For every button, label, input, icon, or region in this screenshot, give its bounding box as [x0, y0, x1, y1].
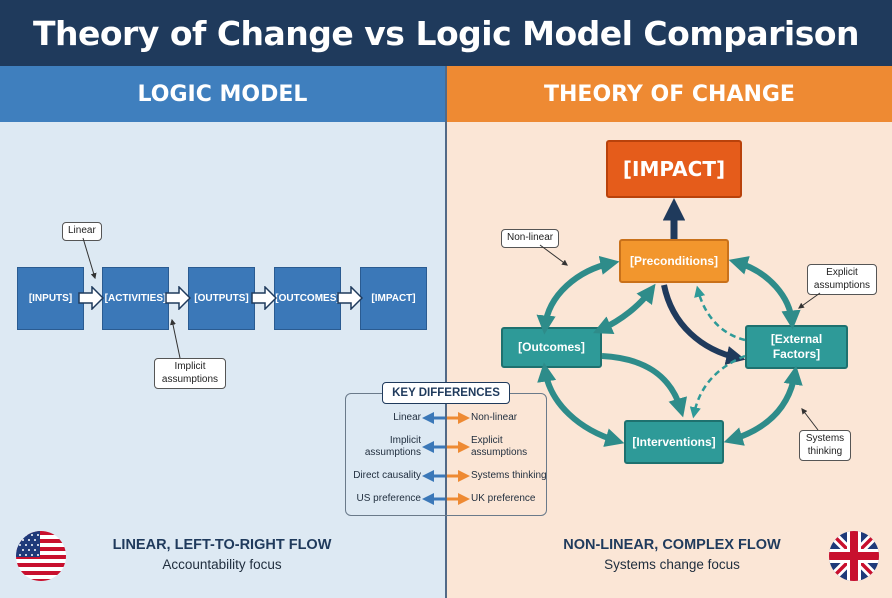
- toc-footer-subtitle: Systems change focus: [604, 557, 740, 572]
- kd-right-item: UK preference: [471, 493, 536, 504]
- callout-systems-thinking: Systems thinking: [799, 430, 851, 461]
- toc-footer-title: NON-LINEAR, COMPLEX FLOW: [563, 537, 781, 553]
- lm-box-outcomes: [OUTCOMES]: [274, 267, 341, 330]
- kd-right-item: Non-linear: [471, 412, 518, 423]
- kd-left-item: Direct causality: [353, 470, 421, 481]
- panel-divider: [445, 66, 447, 598]
- logic-model-panel: [0, 66, 446, 598]
- toc-impact-box: [IMPACT]: [606, 140, 742, 198]
- logic-model-heading: LOGIC MODEL: [0, 66, 445, 122]
- theory-of-change-heading: THEORY OF CHANGE: [447, 66, 892, 122]
- callout-implicit-assumptions: Implicit assumptions: [154, 358, 226, 389]
- lm-arrow-icon: [337, 286, 363, 310]
- page-title: Theory of Change vs Logic Model Comparis…: [0, 0, 892, 66]
- kd-right-item: Explicit assumptions: [471, 435, 528, 458]
- uk-flag-icon: [829, 531, 879, 581]
- toc-outcomes-box: [Outcomes]: [501, 327, 602, 368]
- lm-box-impact: [IMPACT]: [360, 267, 427, 330]
- kd-left-item: US preference: [356, 493, 421, 504]
- kd-left-item: Linear: [393, 412, 421, 423]
- lm-arrow-icon: [251, 286, 277, 310]
- lm-box-inputs: [INPUTS]: [17, 267, 84, 330]
- toc-external-factors-box: [External Factors]: [745, 325, 848, 369]
- lm-arrow-icon: [78, 286, 104, 310]
- kd-left-item: Implicit assumptions: [364, 435, 421, 458]
- lm-box-outputs: [OUTPUTS]: [188, 267, 255, 330]
- logic-model-footer-subtitle: Accountability focus: [162, 557, 282, 572]
- callout-explicit-assumptions: Explicit assumptions: [807, 264, 877, 295]
- lm-arrow-icon: [165, 286, 191, 310]
- toc-interventions-box: [Interventions]: [624, 420, 724, 464]
- toc-preconditions-box: [Preconditions]: [619, 239, 729, 283]
- key-differences-title: KEY DIFFERENCES: [382, 382, 510, 404]
- us-flag-icon: [16, 531, 66, 581]
- kd-right-item: Systems thinking: [471, 470, 547, 481]
- callout-non-linear: Non-linear: [501, 229, 560, 248]
- lm-box-activities: [ACTIVITIES]: [102, 267, 169, 330]
- logic-model-footer-title: LINEAR, LEFT-TO-RIGHT FLOW: [112, 537, 332, 553]
- callout-linear: Linear: [62, 222, 102, 241]
